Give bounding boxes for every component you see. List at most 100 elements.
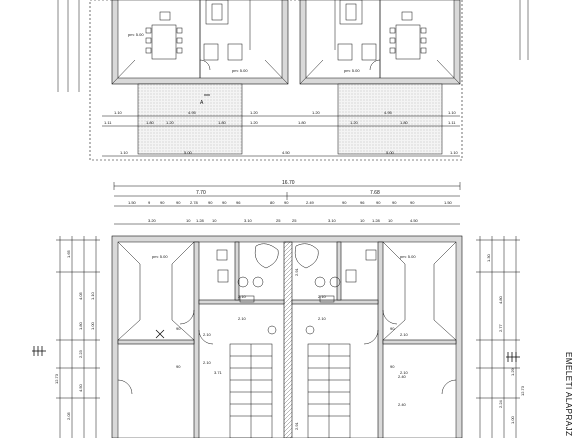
top-dimension-chain-2: 1.11 1.80 1.20 1.80 1.20 1.80 1.20 1.80 … [102, 120, 460, 127]
svg-text:pm: 5.00: pm: 5.00 [344, 68, 360, 73]
overall-dimension: 16.70 [113, 180, 461, 190]
svg-text:9: 9 [148, 200, 151, 205]
svg-text:3.10: 3.10 [328, 218, 337, 223]
svg-text:90: 90 [392, 200, 397, 205]
svg-text:3.10: 3.10 [244, 218, 253, 223]
svg-text:96: 96 [236, 200, 241, 205]
svg-text:2.91: 2.91 [294, 267, 299, 276]
svg-text:2.49: 2.49 [306, 200, 315, 205]
svg-text:1.80: 1.80 [400, 120, 409, 125]
svg-text:12.73: 12.73 [520, 385, 525, 396]
svg-text:90: 90 [176, 364, 181, 369]
svg-text:10: 10 [186, 218, 191, 223]
svg-text:1.50: 1.50 [444, 200, 453, 205]
left-dimension-chain: 1.65 4.05 1.80 2.23 4.50 2.05 1.10 1.00 … [32, 236, 100, 438]
svg-text:16.70: 16.70 [282, 180, 295, 186]
svg-text:2.10: 2.10 [203, 332, 212, 337]
svg-text:25: 25 [292, 218, 297, 223]
svg-text:pm: 5.00: pm: 5.00 [152, 254, 168, 259]
svg-text:2.05: 2.05 [66, 411, 71, 420]
svg-text:2.10: 2.10 [318, 316, 327, 321]
svg-text:2.24: 2.24 [498, 399, 503, 408]
plot-boundary [89, 0, 463, 161]
svg-text:80: 80 [270, 200, 275, 205]
svg-text:1.00: 1.00 [90, 321, 95, 330]
level-marker-right [506, 352, 520, 362]
top-dimension-chain-1: 1.10 4.95 1.20 1.20 4.95 1.10 [102, 110, 460, 117]
svg-text:4.50: 4.50 [282, 150, 291, 155]
bathroom-left [217, 243, 319, 335]
svg-text:1.10: 1.10 [448, 110, 457, 115]
svg-text:2.10: 2.10 [400, 370, 409, 375]
svg-text:1.10: 1.10 [450, 150, 459, 155]
svg-text:4.50: 4.50 [78, 383, 83, 392]
svg-text:pm: 5.00: pm: 5.00 [232, 68, 248, 73]
svg-text:4.50: 4.50 [410, 218, 419, 223]
svg-text:2.10: 2.10 [400, 332, 409, 337]
svg-text:pm: 5.00: pm: 5.00 [128, 32, 144, 37]
svg-text:2.40: 2.40 [398, 402, 407, 407]
svg-text:10: 10 [212, 218, 217, 223]
svg-text:2.78: 2.78 [190, 200, 199, 205]
svg-text:90: 90 [390, 326, 395, 331]
level-marker-left [32, 346, 46, 356]
svg-text:2.10: 2.10 [238, 294, 247, 299]
sheet-title: EMELETI ALAPRAJZ [564, 352, 573, 436]
svg-text:1.10: 1.10 [90, 291, 95, 300]
svg-text:12.73: 12.73 [54, 373, 59, 384]
party-wall [283, 241, 293, 438]
svg-text:90: 90 [160, 200, 165, 205]
svg-text:1.28: 1.28 [372, 218, 381, 223]
svg-text:1.00: 1.00 [510, 415, 515, 424]
svg-text:4.05: 4.05 [78, 291, 83, 300]
svg-text:5.00: 5.00 [386, 150, 395, 155]
svg-text:1.29: 1.29 [510, 367, 515, 376]
dimension-chain-a: 1.50 9 90 90 2.78 90 90 96 80 90 2.49 90… [114, 200, 460, 207]
svg-text:90: 90 [208, 200, 213, 205]
svg-text:90: 90 [342, 200, 347, 205]
svg-text:2.91: 2.91 [294, 421, 299, 430]
main-floor-plan: pm: 5.00 pm: 5.00 90 2.10 90 2.10 90 2.1… [111, 235, 463, 438]
svg-text:7.70: 7.70 [196, 190, 206, 196]
svg-text:1.20: 1.20 [350, 120, 359, 125]
dimension-chain-b: 3.20 10 1.28 10 3.10 25 25 3.10 10 1.28 … [114, 218, 460, 225]
svg-text:5.00: 5.00 [184, 150, 193, 155]
svg-text:10: 10 [360, 218, 365, 223]
svg-text:3.20: 3.20 [148, 218, 157, 223]
svg-text:4.95: 4.95 [188, 110, 197, 115]
svg-text:1.80: 1.80 [146, 120, 155, 125]
svg-text:1.80: 1.80 [218, 120, 227, 125]
terrace-left [137, 83, 243, 155]
svg-text:90: 90 [176, 326, 181, 331]
svg-text:1.10: 1.10 [114, 110, 123, 115]
svg-text:1.20: 1.20 [166, 120, 175, 125]
svg-text:25: 25 [276, 218, 281, 223]
svg-text:1.20: 1.20 [312, 110, 321, 115]
bathroom-right [254, 243, 357, 335]
svg-text:1.11: 1.11 [448, 120, 456, 125]
svg-text:3.71: 3.71 [214, 370, 223, 375]
terrace-right [337, 83, 443, 155]
svg-text:90: 90 [176, 200, 181, 205]
svg-text:1.10: 1.10 [120, 150, 129, 155]
dining-table-right [389, 11, 427, 60]
svg-text:2.10: 2.10 [318, 294, 327, 299]
section-marker-a: A [200, 94, 210, 106]
svg-text:1.20: 1.20 [250, 110, 259, 115]
dining-table-left [145, 11, 183, 60]
svg-text:4.80: 4.80 [498, 295, 503, 304]
svg-text:2.77: 2.77 [498, 323, 503, 332]
svg-text:1.50: 1.50 [128, 200, 137, 205]
svg-text:96: 96 [360, 200, 365, 205]
top-floor-section: pm: 5.00 pm: 5.00 pm: 5.00 A 1.10 4.95 1… [57, 0, 529, 161]
svg-text:90: 90 [222, 200, 227, 205]
svg-text:pm: 5.00: pm: 5.00 [400, 254, 416, 259]
svg-text:1.65: 1.65 [66, 249, 71, 258]
staircase-right [307, 343, 351, 438]
svg-text:10: 10 [388, 218, 393, 223]
svg-text:2.23: 2.23 [78, 349, 83, 358]
staircase-left [229, 343, 273, 438]
svg-text:7.68: 7.68 [370, 190, 380, 196]
svg-text:2.10: 2.10 [238, 316, 247, 321]
